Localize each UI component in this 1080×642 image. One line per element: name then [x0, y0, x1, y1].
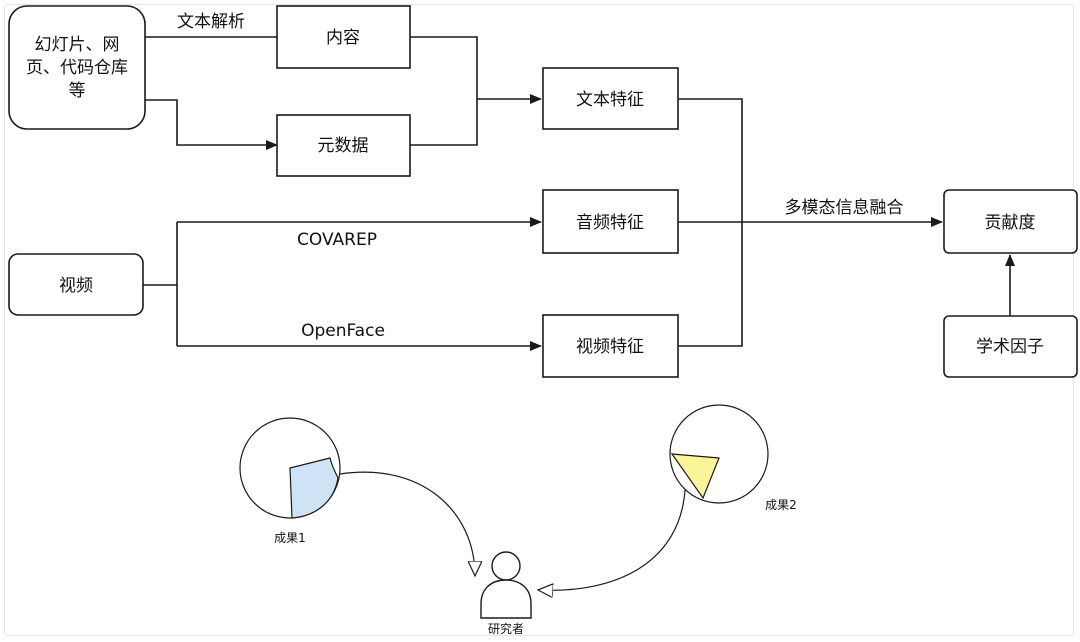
edge-content-merge	[410, 36, 478, 146]
node-academic-factor	[943, 315, 1078, 378]
node-audio-feature	[542, 189, 679, 254]
node-contribution	[943, 189, 1078, 254]
label-result2: 成果2	[765, 498, 797, 512]
result2-slice	[670, 453, 720, 500]
label-contribution: 贡献度	[985, 213, 1036, 233]
label-metadata: 元数据	[318, 136, 369, 156]
edge-label-text-parsing: 文本解析	[177, 12, 245, 32]
node-metadata	[276, 114, 411, 177]
label-video: 视频	[59, 276, 93, 296]
label-audio-feature: 音频特征	[576, 213, 644, 233]
researcher-icon	[480, 551, 532, 619]
edge-result2-researcher	[538, 489, 686, 590]
result1-circle	[239, 417, 341, 519]
label-academic-factor: 学术因子	[976, 337, 1044, 357]
label-researcher: 研究者	[488, 621, 524, 636]
node-video-feature	[542, 314, 679, 378]
label-content: 内容	[326, 28, 360, 48]
label-source-docs-3: 等	[69, 81, 86, 101]
edge-label-covarep: COVAREP	[297, 230, 377, 250]
edge-label-openface: OpenFace	[301, 321, 385, 341]
label-text-feature: 文本特征	[576, 90, 644, 110]
edge-result1-researcher	[339, 471, 475, 576]
node-source-docs	[8, 5, 146, 130]
label-result1: 成果1	[274, 531, 306, 545]
result1-slice	[289, 457, 339, 519]
result2-circle	[669, 404, 769, 504]
node-video	[8, 253, 144, 316]
edge-label-fusion: 多模态信息融合	[785, 198, 904, 218]
node-content	[276, 5, 411, 69]
edge-source-metadata	[145, 99, 278, 150]
label-source-docs-2: 页、代码仓库	[26, 58, 128, 78]
node-text-feature	[542, 67, 679, 130]
edge-video-split	[143, 222, 178, 346]
label-video-feature: 视频特征	[576, 337, 644, 357]
label-source-docs-1: 幻灯片、网	[35, 35, 120, 55]
